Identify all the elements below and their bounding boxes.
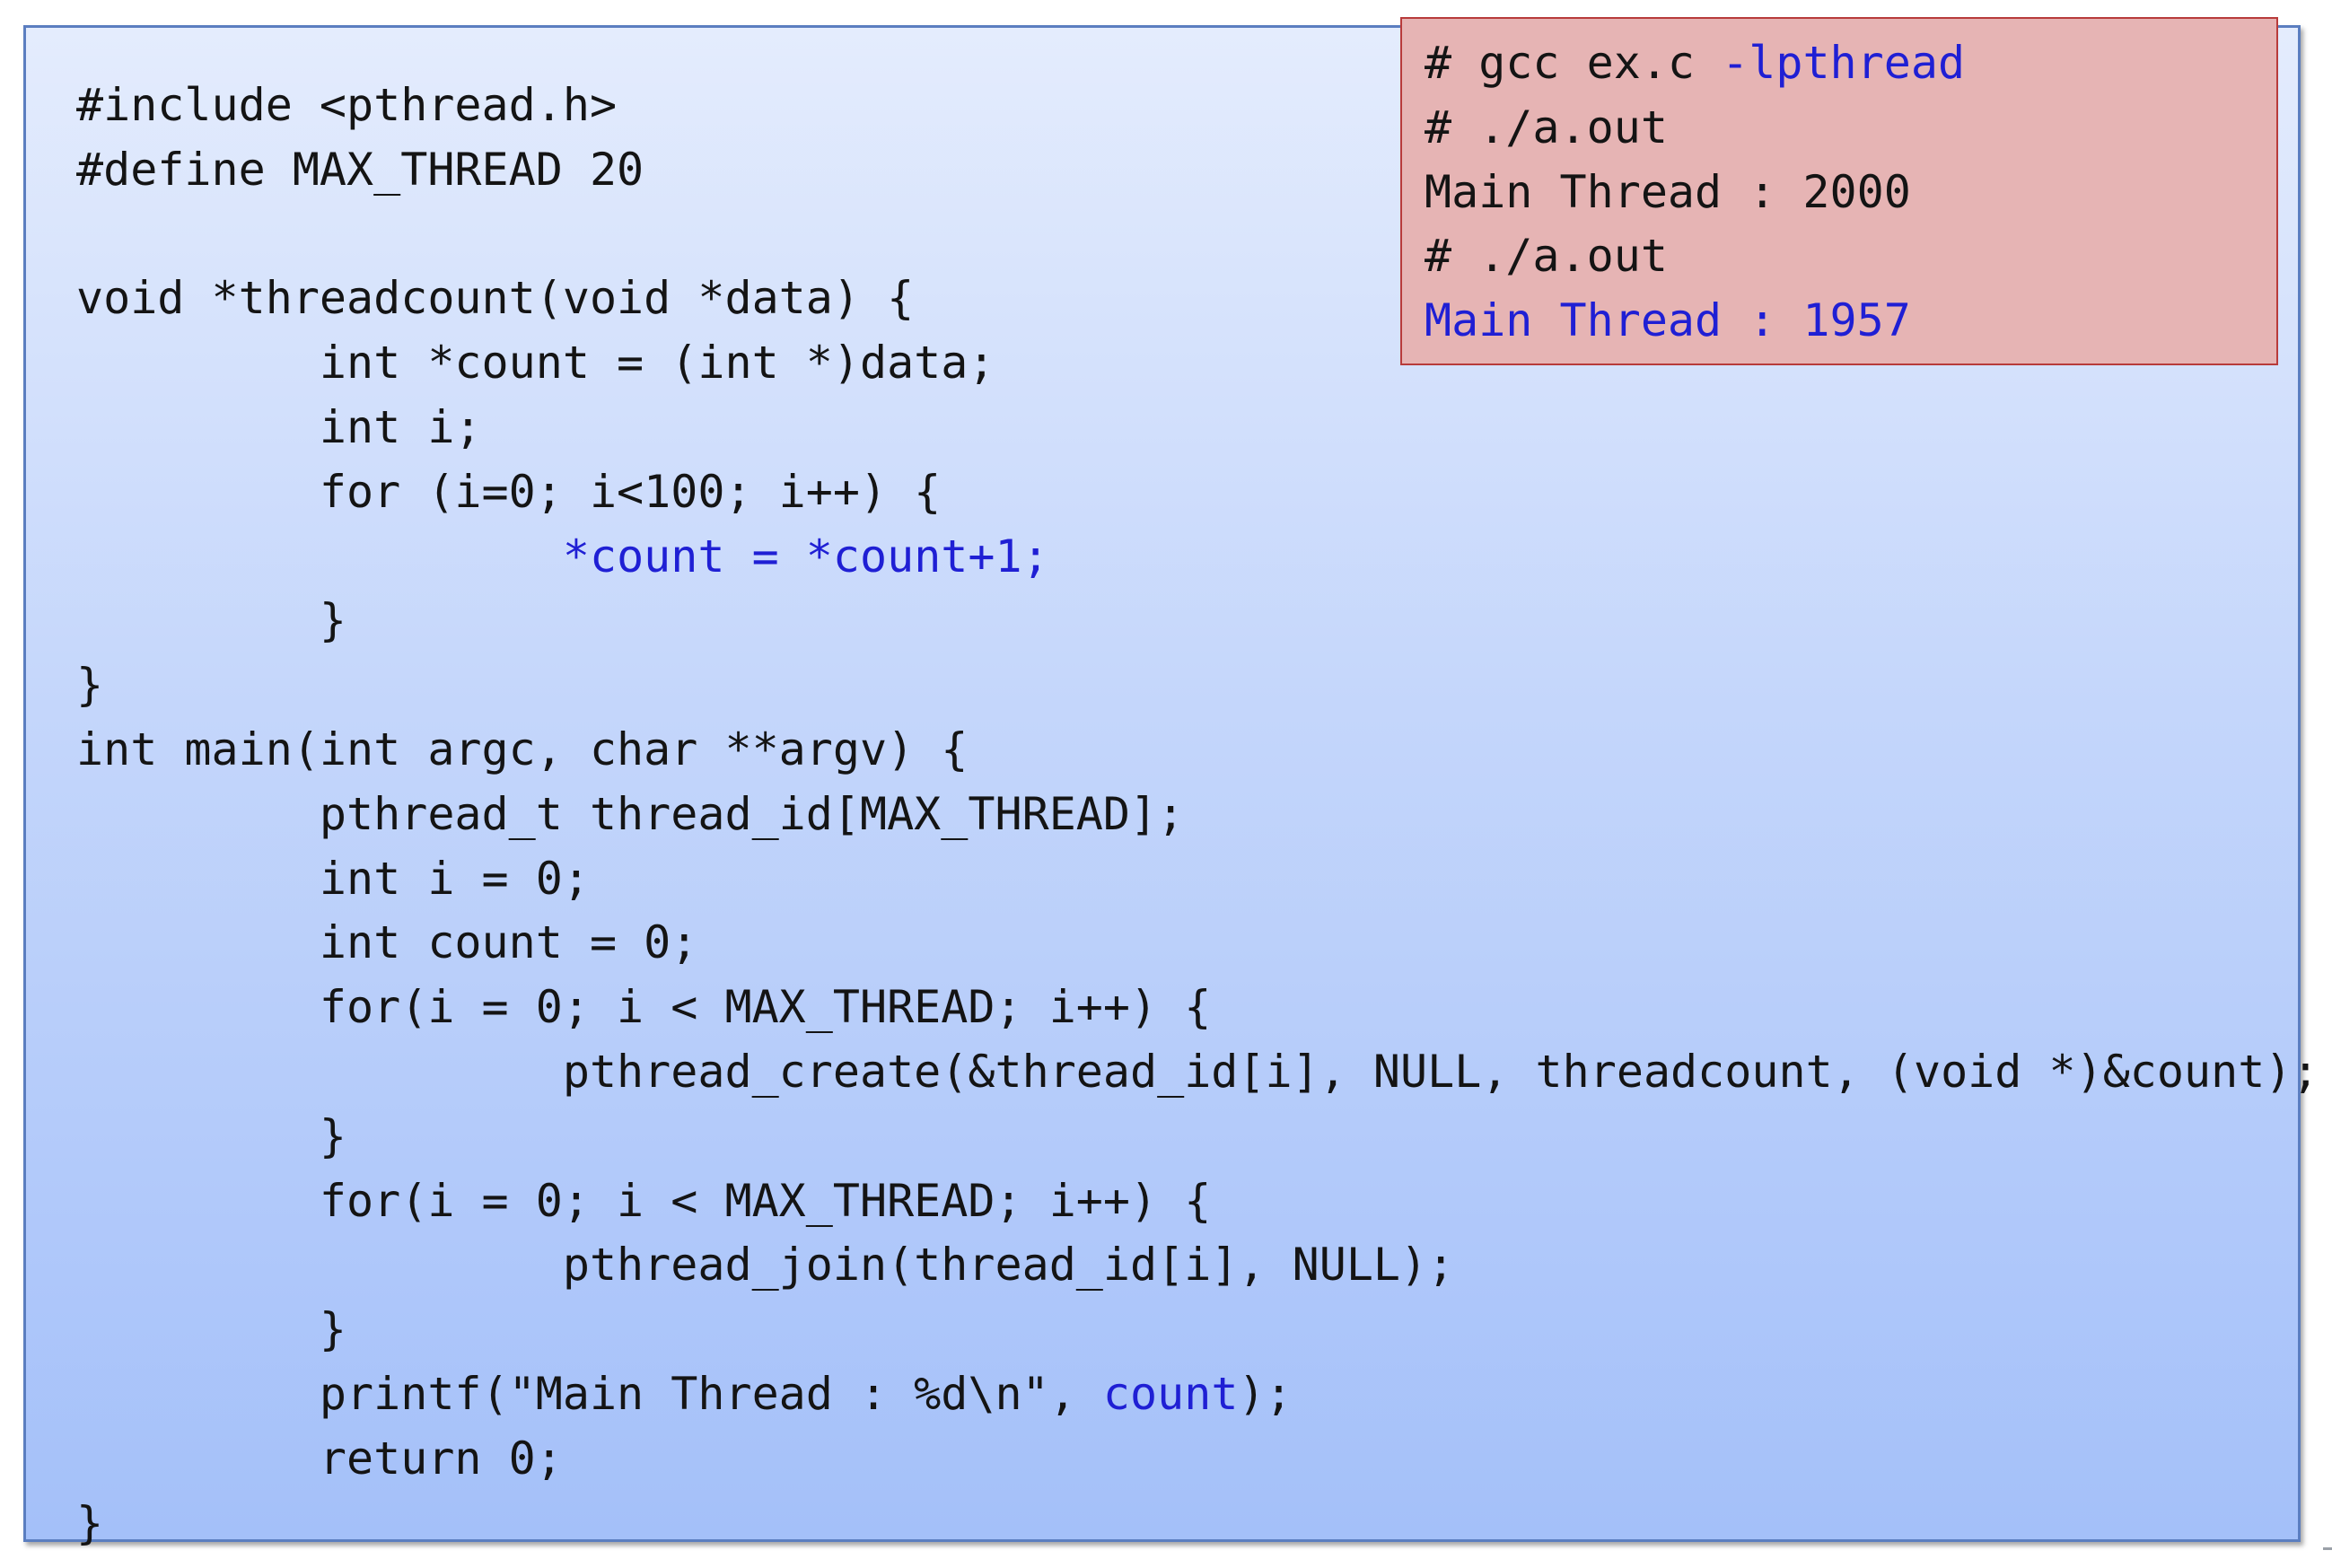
code-token: ); — [1238, 1367, 1293, 1420]
code-line: #define MAX_THREAD 20 — [76, 138, 2319, 203]
slide-edge-mark — [2323, 1547, 2332, 1550]
code-token: Main Thread : 2000 — [1425, 165, 1911, 218]
terminal-line: Main Thread : 2000 — [1425, 161, 1965, 225]
code-line: int main(int argc, char **argv) { — [76, 718, 2319, 783]
code-token: void *threadcount(void *data) { — [76, 272, 915, 325]
highlighted-token: count — [1102, 1367, 1239, 1420]
code-token: for (i=0; i<100; i++) { — [76, 465, 942, 518]
highlighted-token: Main Thread : 1957 — [1425, 294, 1911, 347]
code-line: int i; — [76, 396, 2319, 460]
code-line: pthread_t thread_id[MAX_THREAD]; — [76, 783, 2319, 847]
code-line: } — [76, 1298, 2319, 1362]
code-token: #include <pthread.h> — [76, 79, 618, 131]
code-token: int main(int argc, char **argv) { — [76, 723, 969, 775]
code-line: printf("Main Thread : %d\n", count); — [76, 1362, 2319, 1427]
code-line: pthread_create(&thread_id[i], NULL, thre… — [76, 1040, 2319, 1105]
code-line: for (i=0; i<100; i++) { — [76, 460, 2319, 525]
code-token: return 0; — [76, 1432, 563, 1485]
code-line: for(i = 0; i < MAX_THREAD; i++) { — [76, 1169, 2319, 1234]
highlighted-token: *count = *count+1; — [562, 530, 1049, 583]
code-line: void *threadcount(void *data) { — [76, 267, 2319, 331]
code-token — [76, 530, 563, 583]
code-token: #define MAX_THREAD 20 — [76, 143, 644, 196]
code-line: int *count = (int *)data; — [76, 331, 2319, 396]
terminal-line: # ./a.out — [1425, 224, 1965, 289]
code-token: for(i = 0; i < MAX_THREAD; i++) { — [76, 981, 1212, 1034]
code-block: #include <pthread.h> #define MAX_THREAD 2… — [76, 74, 2319, 1555]
code-token: for(i = 0; i < MAX_THREAD; i++) { — [76, 1174, 1212, 1227]
code-token: int i; — [76, 400, 482, 453]
code-token: printf("Main Thread : %d\n", — [76, 1367, 1103, 1420]
code-token: pthread_join(thread_id[i], NULL); — [76, 1239, 1455, 1292]
code-token: } — [76, 1109, 347, 1162]
terminal-line: Main Thread : 1957 — [1425, 289, 1965, 354]
code-token: int count = 0; — [76, 916, 698, 969]
code-line: return 0; — [76, 1427, 2319, 1492]
code-token: # ./a.out — [1425, 101, 1668, 153]
code-token: } — [76, 659, 104, 712]
terminal-line: # ./a.out — [1425, 96, 1965, 161]
code-token: # ./a.out — [1425, 230, 1668, 283]
code-line: int i = 0; — [76, 847, 2319, 912]
code-line: } — [76, 1492, 2319, 1556]
code-line: for(i = 0; i < MAX_THREAD; i++) { — [76, 976, 2319, 1040]
code-token: } — [76, 1496, 104, 1549]
highlighted-token: -lpthread — [1722, 37, 1966, 89]
code-line: } — [76, 653, 2319, 718]
code-token: } — [76, 594, 347, 647]
terminal-line: # gcc ex.c -lpthread — [1425, 31, 1965, 96]
code-token: int *count = (int *)data; — [76, 337, 995, 390]
code-line: pthread_join(thread_id[i], NULL); — [76, 1233, 2319, 1298]
code-token: } — [76, 1303, 347, 1356]
code-line: *count = *count+1; — [76, 525, 2319, 590]
code-token: int i = 0; — [76, 852, 590, 905]
code-line: } — [76, 1105, 2319, 1169]
code-token: pthread_create(&thread_id[i], NULL, thre… — [76, 1045, 2319, 1098]
code-line: int count = 0; — [76, 911, 2319, 976]
code-token: # gcc ex.c — [1425, 37, 1723, 89]
code-line: } — [76, 589, 2319, 653]
code-token: pthread_t thread_id[MAX_THREAD]; — [76, 787, 1185, 840]
code-line: #include <pthread.h> — [76, 74, 2319, 138]
